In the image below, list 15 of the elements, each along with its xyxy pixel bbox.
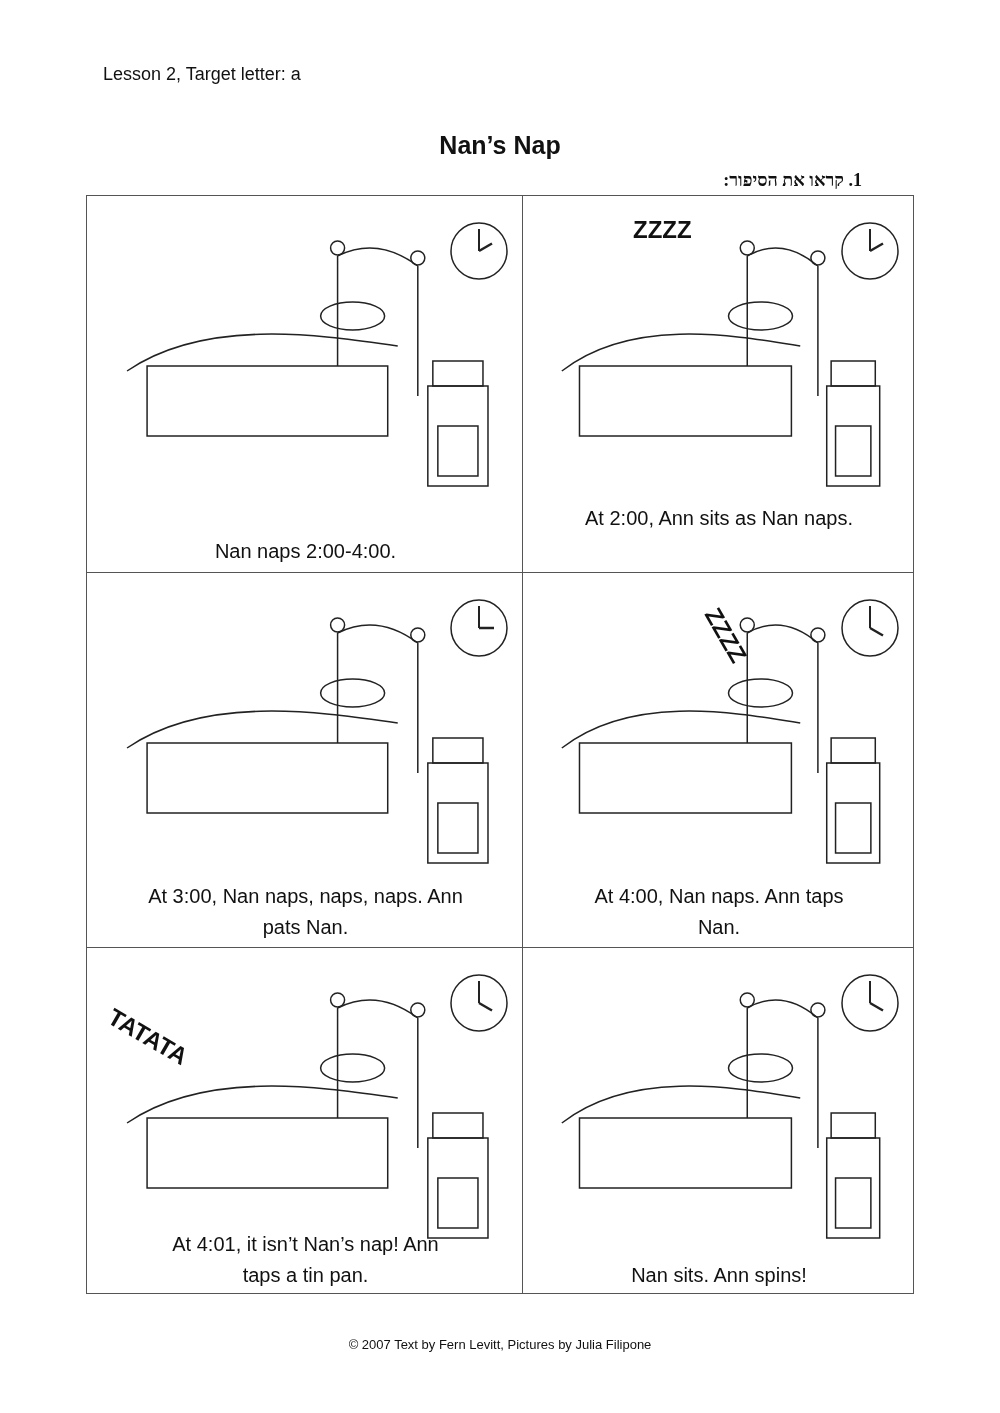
story-panel [522, 195, 914, 573]
instruction: 1. קראו את הסיפור: [723, 170, 862, 191]
story-panel [86, 947, 523, 1294]
story-panel [522, 947, 914, 1294]
copyright-note: © 2007 Text by Fern Levitt, Pictures by Julia Filipone [347, 1337, 653, 1352]
story-text: Nan naps 2:00-4:00. [213, 539, 398, 564]
sound-word: ZZZZ [633, 216, 692, 244]
lesson-heading: Lesson 2, Target letter: a [103, 64, 301, 85]
title: Nan’s Nap [438, 131, 562, 160]
story-text: Nan sits. Ann spins! [630, 1263, 808, 1288]
story-text: At 3:00, Nan naps, naps, naps. Ann pats Nan. [147, 884, 464, 940]
story-text: At 2:00, Ann sits as Nan naps. [584, 506, 854, 531]
story-text: At 4:01, it isn’t Nan’s nap! Ann taps a tin pan. [171, 1232, 440, 1288]
story-panel [86, 195, 523, 573]
story-text: At 4:00, Nan naps. Ann taps Nan. [593, 884, 845, 940]
